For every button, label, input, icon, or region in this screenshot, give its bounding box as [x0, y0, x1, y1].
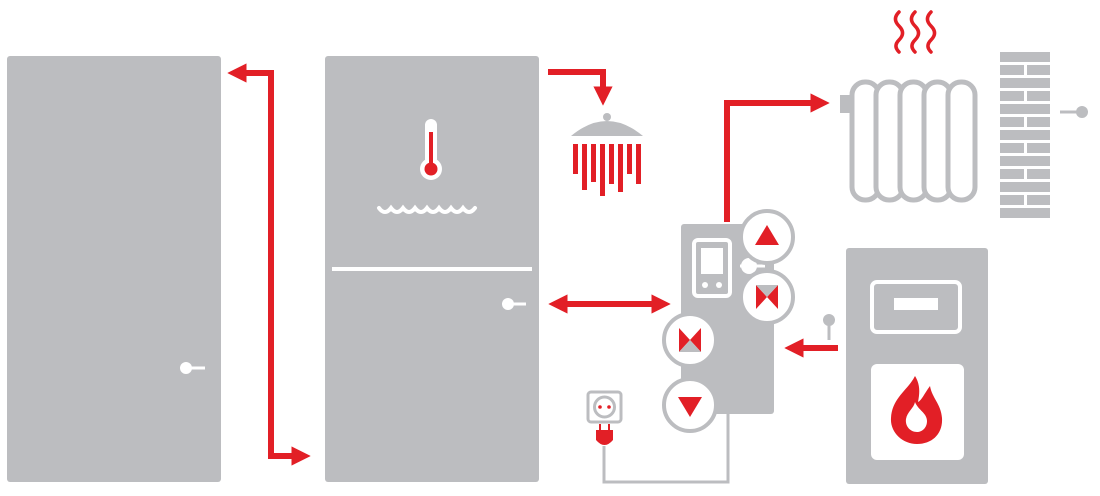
display-icon	[692, 238, 732, 298]
sensor-probe-icon	[180, 362, 205, 374]
flame-icon	[890, 376, 943, 444]
boiler	[823, 248, 988, 484]
wall	[1000, 52, 1088, 218]
sensor-probe-icon	[1060, 106, 1088, 118]
brick-wall-icon	[1000, 52, 1050, 218]
thermometer-icon	[420, 119, 442, 180]
radiator-icon	[840, 79, 978, 203]
radiator	[840, 10, 978, 203]
shower-head-icon	[571, 113, 643, 196]
pump-down-icon	[662, 377, 718, 433]
valve-icon	[662, 312, 718, 368]
heat-waves-icon	[893, 10, 937, 54]
pump-up-icon	[739, 209, 795, 265]
arrow-tank-to-shower	[548, 69, 613, 106]
sensor-probe-icon	[823, 314, 835, 340]
arrow-buffer-to-tank	[227, 63, 311, 466]
socket-icon	[586, 390, 623, 424]
boiler-firebox	[871, 364, 964, 460]
plug-icon	[596, 424, 613, 445]
valve-icon	[739, 269, 795, 325]
power-cable	[602, 414, 730, 484]
arrow-controller-to-radiator	[724, 93, 830, 222]
power-socket	[586, 390, 623, 445]
sensor-probe-icon	[502, 298, 526, 310]
water-waves-icon	[377, 204, 477, 214]
controller-unit	[602, 93, 830, 484]
hot-water-tank	[325, 56, 539, 482]
shower	[571, 113, 643, 196]
buffer-tank	[7, 56, 221, 482]
